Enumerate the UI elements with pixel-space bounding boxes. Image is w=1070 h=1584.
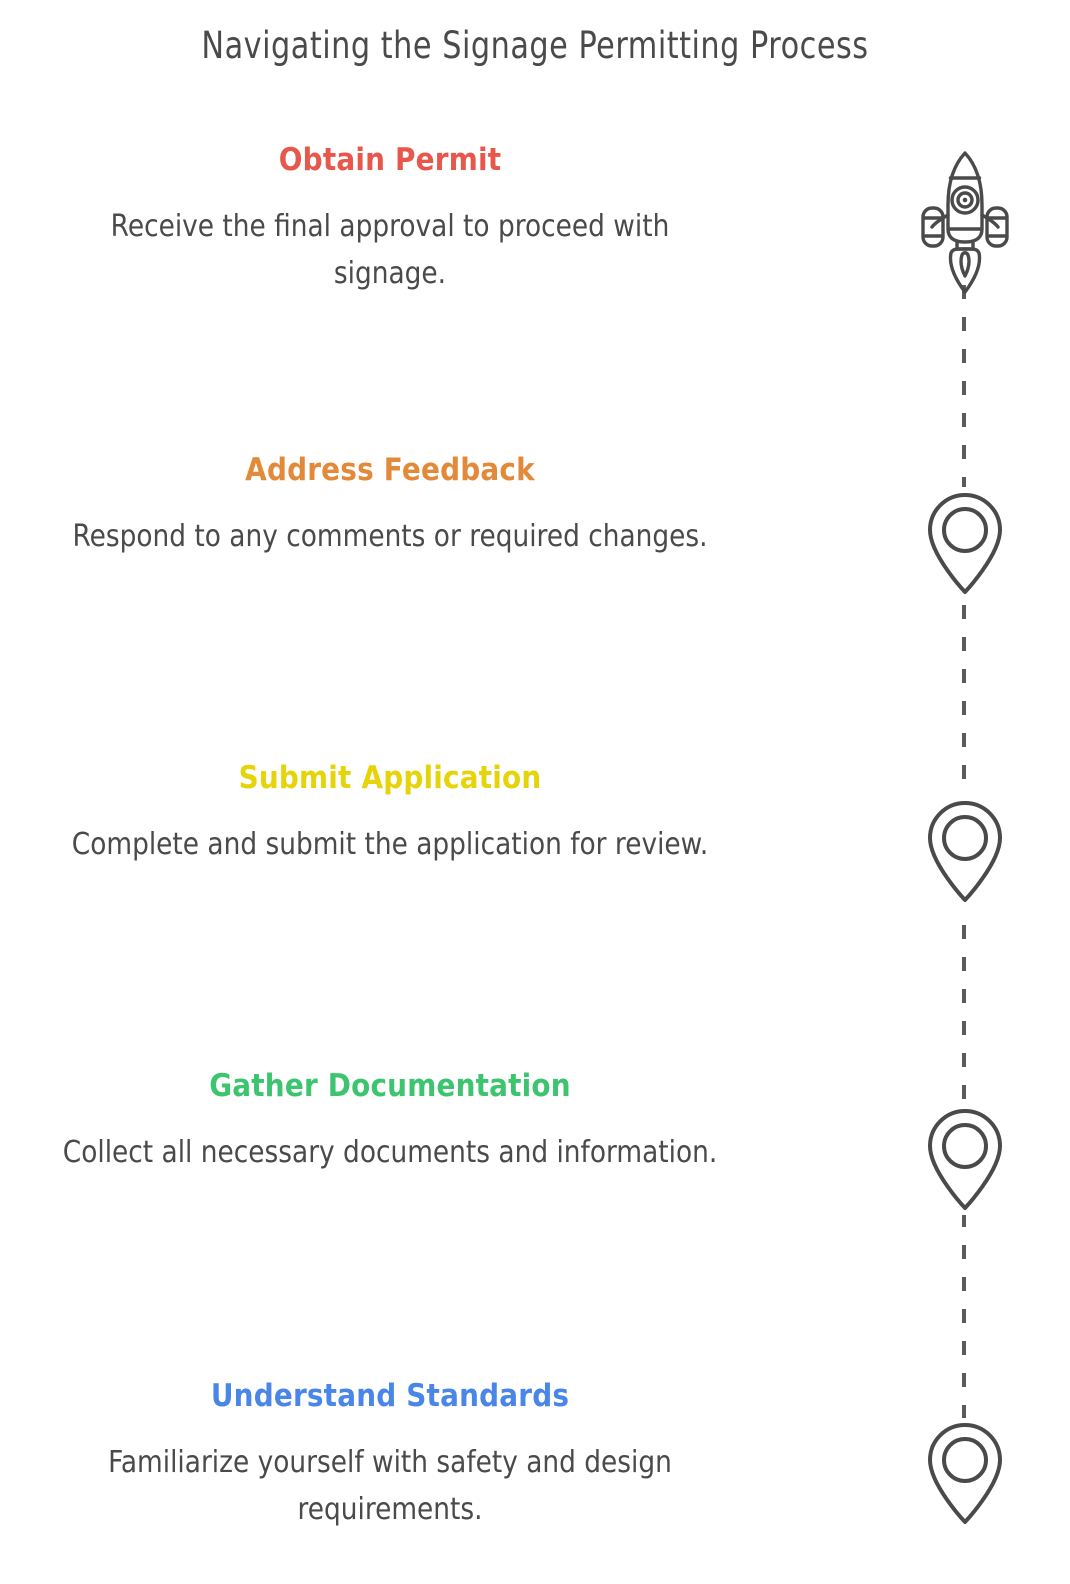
- step-description-1: Receive the final approval to proceed wi…: [110, 209, 670, 291]
- step-title-5: Understand Standards: [210, 1378, 570, 1414]
- step-description-5: Familiarize yourself with safety and des…: [108, 1445, 672, 1527]
- map-pin-icon: [910, 798, 1020, 904]
- step-title-1: Obtain Permit: [278, 142, 502, 178]
- step-description-2: Respond to any comments or required chan…: [72, 519, 708, 554]
- page-title: Navigating the Signage Permitting Proces…: [201, 24, 869, 67]
- step-block-3: Submit Application Complete and submit t…: [0, 760, 780, 869]
- step-block-1: Obtain Permit Receive the final approval…: [0, 142, 780, 297]
- step-title-3: Submit Application: [238, 760, 542, 796]
- step-title-2: Address Feedback: [245, 452, 535, 488]
- step-block-4: Gather Documentation Collect all necessa…: [0, 1068, 780, 1177]
- step-title-4: Gather Documentation: [209, 1068, 571, 1104]
- step-description-3: Complete and submit the application for …: [71, 827, 709, 862]
- step-block-2: Address Feedback Respond to any comments…: [0, 452, 780, 561]
- map-pin-icon: [910, 1106, 1020, 1212]
- map-pin-icon: [910, 1420, 1020, 1526]
- rocket-icon: [910, 145, 1020, 295]
- step-block-5: Understand Standards Familiarize yoursel…: [0, 1378, 780, 1533]
- map-pin-icon: [910, 490, 1020, 596]
- step-description-4: Collect all necessary documents and info…: [62, 1135, 718, 1170]
